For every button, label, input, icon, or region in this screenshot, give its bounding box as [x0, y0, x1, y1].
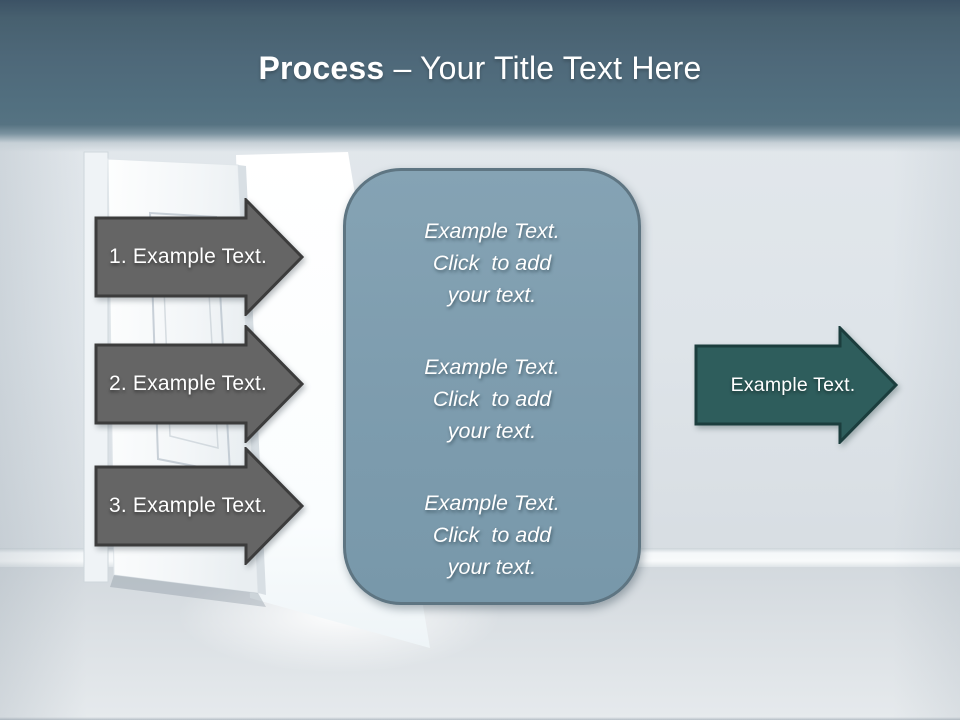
panel-text-block-2: Example Text. Click to add your text.	[424, 355, 560, 443]
title-bar	[0, 0, 960, 152]
right-arrow-shape	[94, 445, 305, 567]
right-arrow-shape	[94, 196, 305, 318]
process-step-arrow-2: 2. Example Text.	[94, 323, 305, 445]
result-arrow: Example Text.	[694, 324, 900, 446]
panel-text-block-1: Example Text. Click to add your text.	[424, 219, 560, 307]
right-arrow-shape	[694, 324, 899, 446]
content-panel: Example Text. Click to add your text. Ex…	[343, 168, 641, 605]
right-arrow-shape	[94, 323, 305, 445]
title-bold-text: Process	[258, 50, 385, 86]
step-arrow-label: 2. Example Text.	[108, 372, 268, 395]
title-rest-text: – Your Title Text Here	[384, 50, 702, 86]
panel-text-block-3: Example Text. Click to add your text.	[424, 491, 560, 579]
process-step-arrow-3: 3. Example Text.	[94, 445, 305, 567]
door-shadow	[110, 575, 266, 607]
slide-bottom-edge	[0, 717, 960, 720]
step-arrow-label: 3. Example Text.	[108, 494, 268, 517]
result-arrow-label: Example Text.	[730, 373, 856, 396]
process-step-arrow-1: 1. Example Text.	[94, 196, 305, 318]
step-arrow-label: 1. Example Text.	[108, 245, 268, 268]
slide-title: Process – Your Title Text Here	[0, 50, 960, 87]
